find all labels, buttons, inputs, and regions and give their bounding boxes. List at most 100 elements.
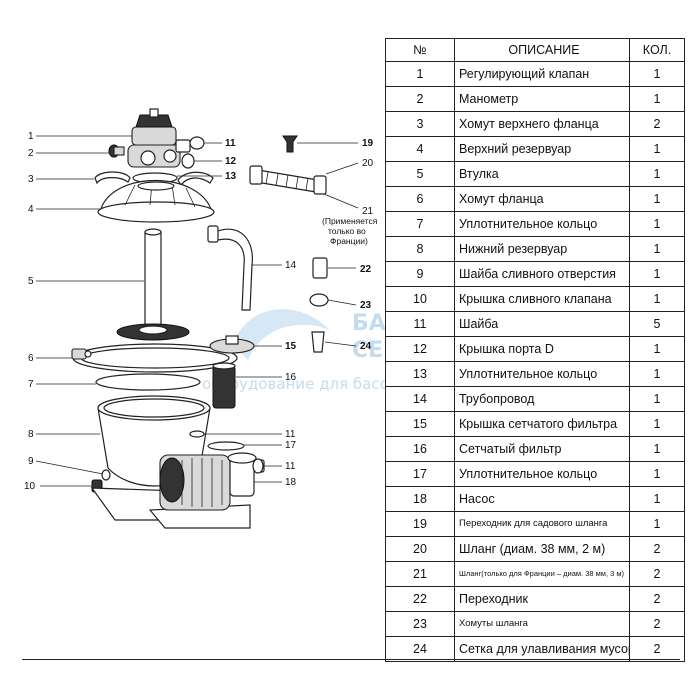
- callout-labels: 1 2 3 4 5 6 7 8 9 10 11 12 13 14 15 16 1…: [24, 131, 374, 492]
- part-quantity: 1: [629, 486, 685, 512]
- part-number: 4: [385, 136, 455, 162]
- part-description: Насос: [454, 486, 630, 512]
- part-quantity: 1: [629, 136, 685, 162]
- part-number: 9: [385, 261, 455, 287]
- callout-24: 24: [360, 341, 372, 352]
- part-quantity: 1: [629, 86, 685, 112]
- part-number: 20: [385, 536, 455, 562]
- part-quantity: 1: [629, 386, 685, 412]
- flange-clamp-upper-right: [177, 171, 214, 187]
- callout-14: 14: [285, 260, 297, 271]
- bottom-rule: [22, 659, 680, 660]
- part-quantity: 1: [629, 186, 685, 212]
- part-description: Хомут верхнего фланца: [454, 111, 630, 137]
- part-description: Втулка: [454, 161, 630, 187]
- multiport-valve: [127, 108, 191, 168]
- part-quantity: 1: [629, 436, 685, 462]
- part-quantity: 2: [629, 636, 685, 662]
- washer-icon: [252, 458, 264, 474]
- header-quantity: КОЛ.: [629, 38, 685, 62]
- part-quantity: 2: [629, 586, 685, 612]
- strainer-basket: [212, 362, 236, 409]
- part-number: 17: [385, 461, 455, 487]
- callout-4: 4: [28, 204, 34, 215]
- hose: [249, 165, 327, 195]
- part-number: 7: [385, 211, 455, 237]
- part-description: Шайба: [454, 311, 630, 337]
- part-description: Нижний резервуар: [454, 236, 630, 262]
- pump: [148, 452, 265, 529]
- callout-20: 20: [362, 158, 374, 169]
- upper-tank: [97, 179, 215, 223]
- pump-o-ring: [207, 441, 245, 451]
- part-description: Сетка для улавливания мусора: [454, 636, 630, 662]
- callout-16: 16: [285, 372, 297, 383]
- part-number: 19: [385, 511, 455, 537]
- header-number: №: [385, 38, 455, 62]
- part-number: 13: [385, 361, 455, 387]
- part-description: Хомут фланца: [454, 186, 630, 212]
- part-description: Уплотнительное кольцо: [454, 211, 630, 237]
- header-description: ОПИСАНИЕ: [454, 38, 630, 62]
- part-quantity: 1: [629, 361, 685, 387]
- part-quantity: 1: [629, 511, 685, 537]
- france-only-note: (Применяется только во Франции): [322, 216, 378, 246]
- flange-clamp-upper-left: [94, 171, 131, 185]
- flange-clamp: [71, 343, 238, 373]
- part-description: Переходник: [454, 586, 630, 612]
- part-quantity: 1: [629, 461, 685, 487]
- part-quantity: 1: [629, 411, 685, 437]
- part-number: 1: [385, 61, 455, 87]
- part-number: 2: [385, 86, 455, 112]
- part-description: Шланг(только для Франции – диам. 38 мм, …: [454, 561, 630, 587]
- part-description: Шайба сливного отверстия: [454, 261, 630, 287]
- callout-7: 7: [28, 379, 34, 390]
- part-quantity: 2: [629, 561, 685, 587]
- part-description: Регулирующий клапан: [454, 61, 630, 87]
- callout-6: 6: [28, 353, 34, 364]
- part-number: 24: [385, 636, 455, 662]
- leader-lines: [35, 135, 359, 487]
- callout-1: 1: [28, 131, 34, 142]
- part-quantity: 1: [629, 336, 685, 362]
- part-quantity: 2: [629, 611, 685, 637]
- debris-screen-icon: [311, 331, 325, 353]
- part-number: 11: [385, 311, 455, 337]
- part-number: 8: [385, 236, 455, 262]
- callout-13: 13: [225, 171, 237, 182]
- callout-11b: 11: [285, 429, 296, 440]
- watermark-title: БАССЕЙН: [352, 310, 385, 336]
- part-number: 6: [385, 186, 455, 212]
- part-quantity: 1: [629, 211, 685, 237]
- part-number: 10: [385, 286, 455, 312]
- table-header-row: № ОПИСАНИЕ КОЛ.: [385, 38, 685, 62]
- note-line-1: (Применяется: [322, 216, 378, 226]
- part-description: Шланг (диам. 38 мм, 2 м): [454, 536, 630, 562]
- callout-3: 3: [28, 174, 34, 185]
- callout-19: 19: [362, 138, 374, 149]
- part-description: Трубопровод: [454, 386, 630, 412]
- part-number: 5: [385, 161, 455, 187]
- part-quantity: 1: [629, 236, 685, 262]
- callout-15: 15: [285, 341, 297, 352]
- part-number: 15: [385, 411, 455, 437]
- callout-18: 18: [285, 477, 297, 488]
